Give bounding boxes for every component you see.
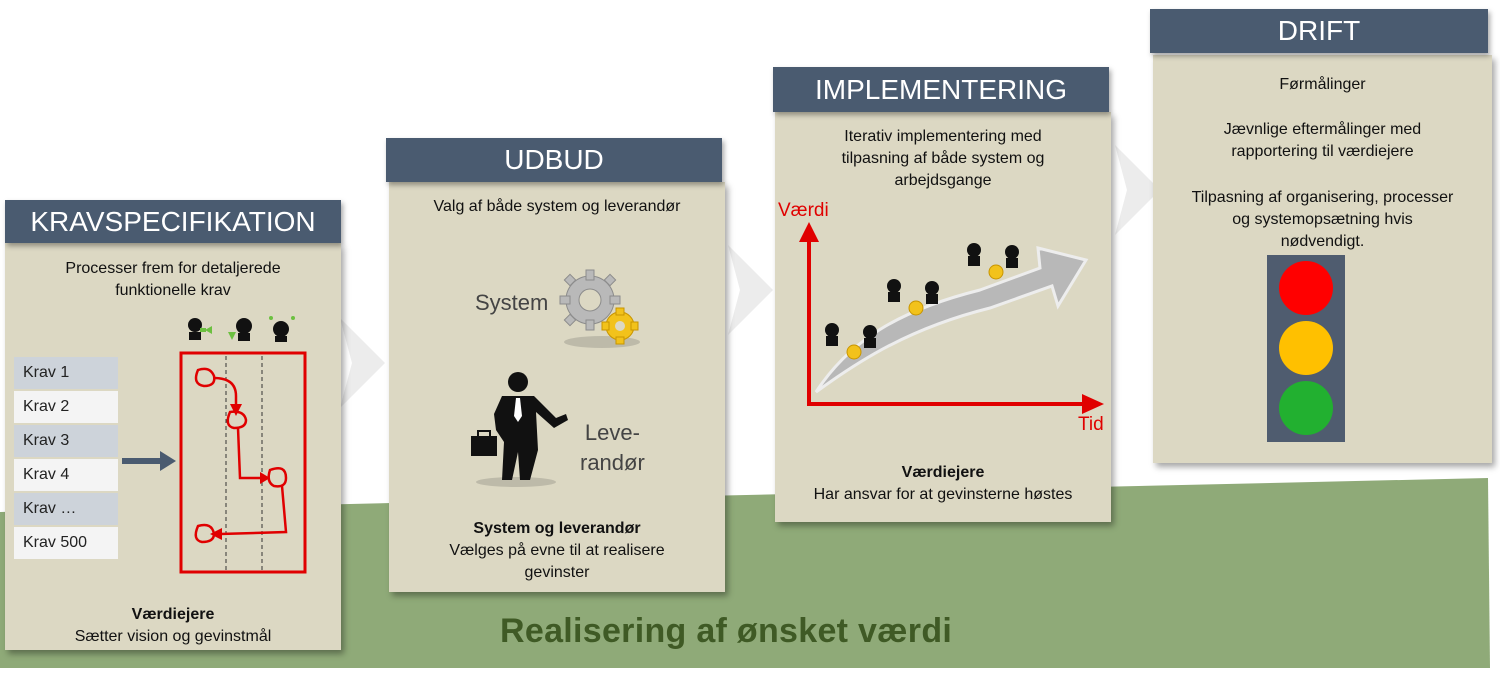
traffic-light-icon: [1267, 255, 1345, 442]
udbud-footer: System og leverandør Vælges på evne til …: [449, 520, 665, 581]
team-group-2-icon: [887, 279, 939, 316]
process-flow-diagram: [179, 316, 307, 574]
udbud-intro: Valg af både system og leverandør: [433, 198, 681, 215]
right-arrow-icon: [122, 451, 176, 471]
udbud-panel: [389, 182, 725, 592]
list-item: Krav 2: [14, 391, 118, 423]
gears-icon: [559, 269, 640, 348]
list-item: Krav 1: [14, 357, 118, 389]
implementering-header: IMPLEMENTERING: [773, 67, 1109, 112]
list-item: Krav …: [14, 493, 118, 525]
udbud-header: UDBUD: [386, 138, 722, 182]
y-axis-label: Værdi: [778, 200, 829, 221]
drift-item-1: Førmålinger: [1279, 76, 1366, 93]
kravspec-owner: Værdiejere Sætter vision og gevinstmål: [74, 606, 272, 645]
value-realization-title: Realisering af ønsket værdi: [500, 612, 953, 650]
x-axis-label: Tid: [1078, 414, 1104, 435]
drift-header: DRIFT: [1150, 9, 1488, 53]
drift-item-2: Jævnlige eftermålinger med rapportering …: [1223, 121, 1422, 160]
green-light: [1279, 381, 1333, 435]
people-figures-icon: [188, 316, 295, 342]
chevron-arrow-3: [1115, 145, 1160, 235]
list-item: Krav 3: [14, 425, 118, 457]
implementering-owner: Værdiejere Har ansvar for at gevinsterne…: [813, 464, 1073, 503]
system-label: System: [475, 290, 549, 315]
yellow-light: [1279, 321, 1333, 375]
chevron-arrow-2: [728, 245, 773, 335]
list-item: Krav 4: [14, 459, 118, 491]
requirements-list: Krav 1 Krav 2 Krav 3 Krav 4 Krav … Krav …: [14, 357, 118, 561]
value-time-chart: [799, 222, 1104, 414]
businessman-icon: [471, 372, 568, 487]
kravspec-header: KRAVSPECIFIKATION: [5, 200, 341, 243]
red-light: [1279, 261, 1333, 315]
team-group-1-icon: [825, 323, 877, 360]
chevron-arrow-1: [340, 318, 385, 408]
implementering-intro: Iterativ implementering med tilpasning a…: [841, 128, 1045, 189]
supplier-label: Leve- randør: [580, 420, 645, 475]
kravspec-intro: Processer frem for detaljerede funktione…: [65, 260, 281, 299]
drift-item-3: Tilpasning af organisering, processer og…: [1191, 189, 1454, 250]
team-group-3-icon: [967, 243, 1019, 280]
list-item: Krav 500: [14, 527, 118, 559]
